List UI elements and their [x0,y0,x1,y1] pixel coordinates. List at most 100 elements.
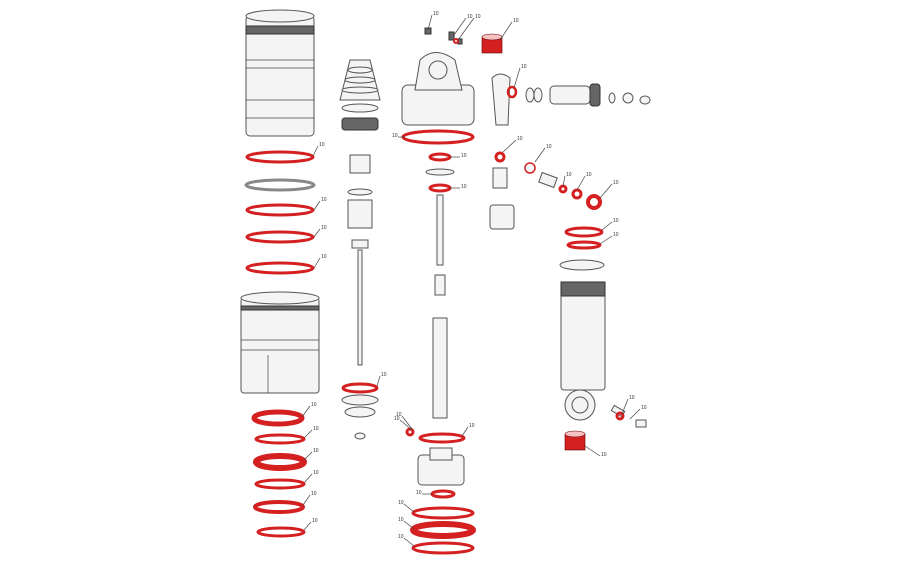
leader-line [427,14,433,31]
callout-label: 10 [467,14,473,20]
seal-ring [524,162,536,174]
callout-label: 10 [321,197,327,203]
part-callout: 10 [313,254,327,269]
seal-ring [245,261,315,275]
callout-label: 10 [392,133,398,139]
callout-label: 10 [517,136,523,142]
leader-line [534,147,546,163]
part-callout: 10 [392,133,405,139]
leader-line [453,17,467,36]
part-callout: 10 [584,445,607,458]
part-callout: 10 [457,14,481,41]
callout-label: 10 [613,180,619,186]
seal-ring [411,506,475,520]
part-callout: 10 [303,426,319,439]
callout-label: 10 [313,470,319,476]
callout-label: 10 [566,172,572,178]
wiper-ring [244,178,316,192]
part-callout: 10 [534,144,552,163]
callout-label: 10 [398,500,404,506]
seal-ring [418,432,466,444]
callout-label: 10 [513,18,519,24]
part-callout: 10 [499,18,519,41]
part-callout: 10 [303,448,319,461]
callout-label: 10 [461,153,467,159]
compression-stack [339,59,381,440]
callout-label: 10 [641,405,647,411]
leader-line [303,429,313,439]
part-callout: 10 [396,412,413,430]
callout-label: 10 [586,172,592,178]
seal-ring [405,427,415,437]
leader-line [303,473,313,484]
callout-label: 10 [601,452,607,458]
callout-label: 10 [381,372,387,378]
seal-ring [256,526,306,538]
callout-label: 10 [319,142,325,148]
seal-ring [571,188,583,200]
leader-line [313,257,321,269]
air-can-upper [245,9,315,137]
callout-label: 10 [313,426,319,432]
seal-ring [564,226,604,238]
leader-line [502,139,517,153]
leader-line [599,183,613,199]
shock-head [401,52,475,126]
seal-ring [566,240,602,250]
callout-label: 10 [394,416,400,422]
callout-label: 10 [475,14,481,20]
seal-ring [254,478,306,490]
seal-ring [558,184,568,194]
seal-ring [494,151,506,163]
seal-ring [253,453,307,471]
part-callout: 10 [416,490,432,496]
part-callout: 10 [461,423,475,437]
callout-label: 10 [321,225,327,231]
leader-line [313,228,321,238]
seal-ring [341,382,379,394]
callout-label: 10 [396,412,402,418]
part-callout: 10 [450,184,467,190]
seal-ring [453,38,459,44]
part-callout: 10 [621,395,635,415]
leader-line [562,175,566,187]
seal-ring [411,541,475,555]
part-callout: 10 [303,518,318,531]
part-callout: 10 [313,225,327,238]
air-can-lower [240,291,320,394]
callout-label: 10 [398,534,404,540]
part-callout: 10 [427,11,439,31]
part-callout: 10 [502,136,523,153]
leader-line [399,419,413,431]
callout-label: 10 [398,517,404,523]
part-callout: 10 [313,197,327,211]
leader-line [584,445,601,457]
red-bushing [564,430,586,451]
part-callout: 10 [599,180,619,199]
part-callout: 10 [450,153,467,159]
seal-ring [428,183,452,193]
part-callout: 10 [513,64,527,89]
seal-ring [251,409,305,427]
seal-ring [428,152,452,162]
part-callout: 10 [312,142,325,157]
seal-ring [430,489,456,499]
leader-line [403,520,415,530]
reservoir-body [559,259,647,428]
part-callout: 10 [301,402,317,418]
part-callout: 10 [629,405,647,420]
leader-line [312,145,319,157]
seal-ring [245,230,315,244]
leader-line [576,175,586,191]
leader-line [461,426,469,437]
leader-line [513,67,521,89]
leader-line [403,503,415,513]
part-callout: 10 [562,172,572,187]
leader-line [303,521,312,531]
callout-label: 10 [312,518,318,524]
leader-line [303,451,313,461]
leader-line [376,375,381,387]
part-callout: 10 [601,218,619,231]
part-callout: 10 [376,372,387,387]
leader-line [302,494,311,506]
